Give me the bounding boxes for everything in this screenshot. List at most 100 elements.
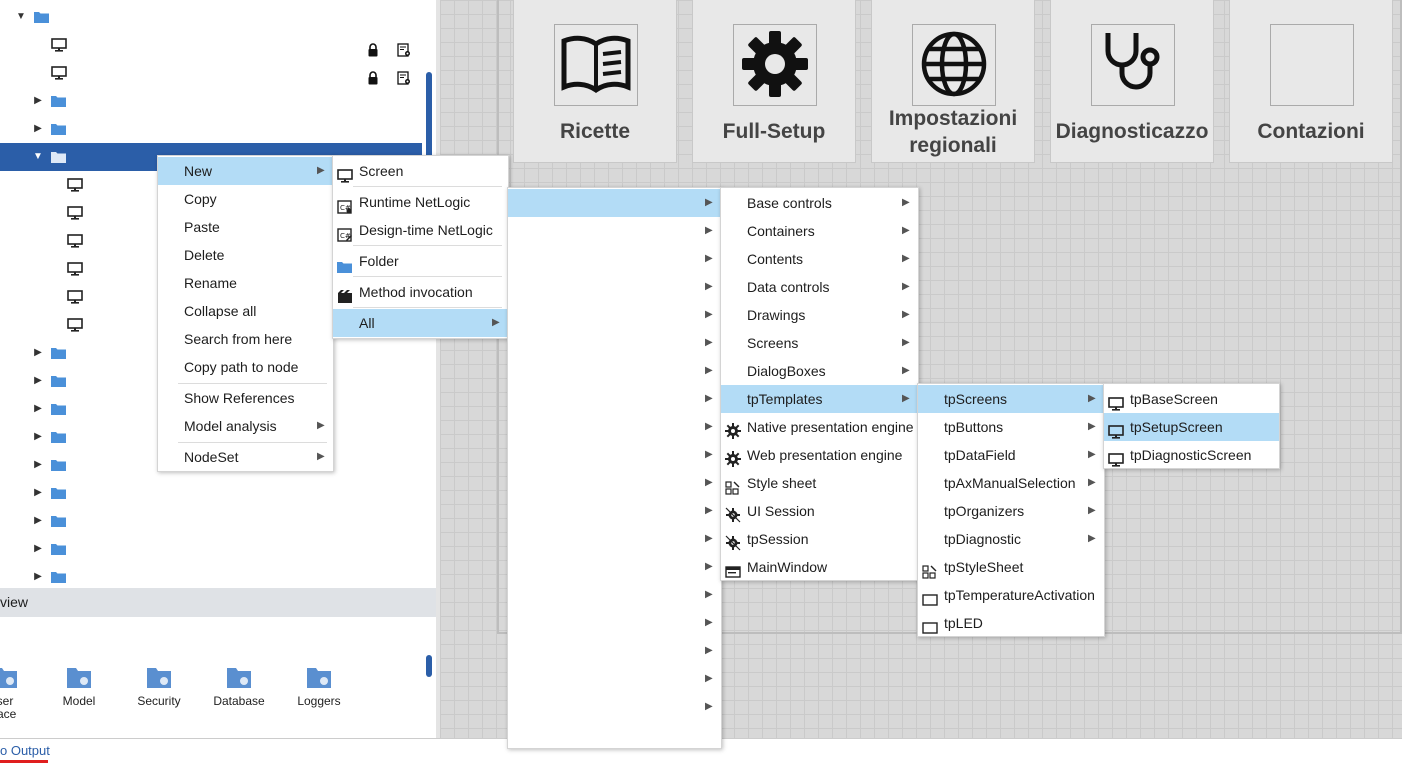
collapse-arrow-icon[interactable]: ▶ <box>34 123 42 134</box>
tile-diagnosticazzo[interactable]: Diagnosticazzo <box>1050 0 1214 163</box>
menu-item-retentivity[interactable]: ▶ <box>508 469 721 497</box>
menu-item-companion-specifications[interactable]: ▶ <box>508 693 721 721</box>
menu-item-model-analysis[interactable]: Model analysis▶ <box>158 412 333 440</box>
dock-item-database[interactable]: Database <box>204 665 274 708</box>
type-settings-icon[interactable] <box>397 38 411 57</box>
menu-item-data-type[interactable] <box>508 721 721 749</box>
collapse-arrow-icon[interactable]: ▶ <box>34 95 42 106</box>
lock-icon[interactable] <box>366 66 380 85</box>
menu-item-user-interface[interactable]: ▶ <box>508 189 721 217</box>
menu-item-nodeset[interactable]: NodeSet▶ <box>158 443 333 471</box>
menu-item-runtime-netlogic[interactable]: C#Runtime NetLogic <box>333 188 508 216</box>
tree-row[interactable]: ▼ <box>0 3 422 31</box>
tree-row[interactable]: ▶ <box>0 87 422 115</box>
collapse-arrow-icon[interactable]: ▶ <box>34 403 42 414</box>
tile-impostazioni-regionali[interactable]: Impostazioni regionali <box>871 0 1035 163</box>
tree-row[interactable] <box>0 227 422 255</box>
output-tab[interactable]: o Output <box>0 743 50 758</box>
menu-item-alarms[interactable]: ▶ <box>508 329 721 357</box>
tile-ricette[interactable]: Ricette <box>513 0 677 163</box>
menu-item-all[interactable]: All▶ <box>333 309 508 337</box>
menu-item-show-references[interactable]: Show References <box>158 384 333 412</box>
menu-item-web-presentation-engine[interactable]: Web presentation engine <box>721 441 918 469</box>
collapse-arrow-icon[interactable]: ▶ <box>34 347 42 358</box>
menu-item-folder[interactable]: Folder <box>333 247 508 275</box>
dock-scrollbar[interactable] <box>426 655 432 677</box>
menu-item-design-time-netlogic[interactable]: C#Design-time NetLogic <box>333 216 508 244</box>
menu-item-screens[interactable]: Screens▶ <box>721 329 918 357</box>
menu-item-mainwindow[interactable]: MainWindow <box>721 553 918 581</box>
expand-arrow-icon[interactable]: ▼ <box>16 11 26 22</box>
menu-item-loggers[interactable]: ▶ <box>508 301 721 329</box>
menu-item-translations[interactable]: ▶ <box>508 581 721 609</box>
menu-item-engineering-unit[interactable]: ▶ <box>508 637 721 665</box>
tree-row[interactable] <box>0 255 422 283</box>
menu-item-base-controls[interactable]: Base controls▶ <box>721 189 918 217</box>
tree-row[interactable]: ▶ <box>0 339 422 367</box>
tree-row[interactable] <box>0 31 422 59</box>
menu-item-tpdatafield[interactable]: tpDataField▶ <box>918 441 1104 469</box>
menu-item-copy-path-to-node[interactable]: Copy path to node <box>158 353 333 381</box>
panel-splitter[interactable] <box>436 0 440 740</box>
dock-item-loggers[interactable]: Loggers <box>284 665 354 708</box>
menu-item-tporganizers[interactable]: tpOrganizers▶ <box>918 497 1104 525</box>
tree-row[interactable]: ▶ <box>0 563 422 591</box>
dock-item-security[interactable]: Security <box>124 665 194 708</box>
menu-item-contents[interactable]: Contents▶ <box>721 245 918 273</box>
tree-row[interactable]: ▶ <box>0 423 422 451</box>
menu-item-communication-driver[interactable]: ▶ <box>508 525 721 553</box>
menu-item-tpaxmanualselection[interactable]: tpAxManualSelection▶ <box>918 469 1104 497</box>
menu-item-tpstylesheet[interactable]: tpStyleSheet <box>918 553 1104 581</box>
menu-item-tpdiagnosticscreen[interactable]: tpDiagnosticScreen <box>1104 441 1279 469</box>
tree-row[interactable]: ▶ <box>0 367 422 395</box>
menu-item-recipes[interactable]: ▶ <box>508 357 721 385</box>
tree-row[interactable] <box>0 171 422 199</box>
menu-item-drawings[interactable]: Drawings▶ <box>721 301 918 329</box>
menu-item-tpsetupscreen[interactable]: tpSetupScreen <box>1104 413 1279 441</box>
dock-item-ser-face[interactable]: ser face <box>0 665 40 721</box>
menu-item-screen[interactable]: Screen <box>333 157 508 185</box>
menu-item-style-sheet[interactable]: Style sheet <box>721 469 918 497</box>
menu-item-rename[interactable]: Rename <box>158 269 333 297</box>
tree-row[interactable]: ▶ <box>0 479 422 507</box>
tree-row[interactable] <box>0 311 422 339</box>
collapse-arrow-icon[interactable]: ▶ <box>34 431 42 442</box>
tree-row[interactable] <box>0 199 422 227</box>
menu-item-ui-session[interactable]: UI Session <box>721 497 918 525</box>
menu-item-data-controls[interactable]: Data controls▶ <box>721 273 918 301</box>
menu-item-tptemplates[interactable]: tpTemplates▶ <box>721 385 918 413</box>
menu-item-tpdiagnostic[interactable]: tpDiagnostic▶ <box>918 525 1104 553</box>
menu-item-model[interactable]: ▶ <box>508 217 721 245</box>
menu-item-dialogboxes[interactable]: DialogBoxes▶ <box>721 357 918 385</box>
tree-row[interactable]: ▶ <box>0 115 422 143</box>
menu-item-paste[interactable]: Paste <box>158 213 333 241</box>
dock-item-model[interactable]: Model <box>44 665 114 708</box>
tree-row[interactable] <box>0 59 422 87</box>
tree-row[interactable]: ▶ <box>0 507 422 535</box>
tree-row[interactable] <box>0 283 422 311</box>
menu-item-tpbasescreen[interactable]: tpBaseScreen <box>1104 385 1279 413</box>
menu-item-tpbuttons[interactable]: tpButtons▶ <box>918 413 1104 441</box>
menu-item-tpsession[interactable]: tpSession <box>721 525 918 553</box>
menu-item-mqtt[interactable]: ▶ <box>508 441 721 469</box>
collapse-arrow-icon[interactable]: ▶ <box>34 459 42 470</box>
menu-item-copy[interactable]: Copy <box>158 185 333 213</box>
menu-item-tptemperatureactivation[interactable]: tpTemperatureActivation <box>918 581 1104 609</box>
menu-item-converters[interactable]: ▶ <box>508 553 721 581</box>
menu-item-auditsigning[interactable]: ▶ <box>508 497 721 525</box>
menu-item-database[interactable]: ▶ <box>508 273 721 301</box>
collapse-arrow-icon[interactable]: ▶ <box>34 571 42 582</box>
menu-item-tpled[interactable]: tpLED <box>918 609 1104 637</box>
collapse-arrow-icon[interactable]: ▶ <box>34 487 42 498</box>
menu-item-method-invocation[interactable]: Method invocation <box>333 278 508 306</box>
menu-item-new[interactable]: New▶ <box>158 157 333 185</box>
menu-item-reports[interactable]: ▶ <box>508 385 721 413</box>
menu-item-system[interactable]: ▶ <box>508 609 721 637</box>
menu-item-tpscreens[interactable]: tpScreens▶ <box>918 385 1104 413</box>
menu-item-security[interactable]: ▶ <box>508 245 721 273</box>
type-settings-icon[interactable] <box>397 66 411 85</box>
menu-item-opc-ua[interactable]: ▶ <box>508 413 721 441</box>
menu-item-native-presentation-engine[interactable]: Native presentation engine <box>721 413 918 441</box>
tile-contazioni[interactable]: Contazioni <box>1229 0 1393 163</box>
menu-item-collapse-all[interactable]: Collapse all <box>158 297 333 325</box>
